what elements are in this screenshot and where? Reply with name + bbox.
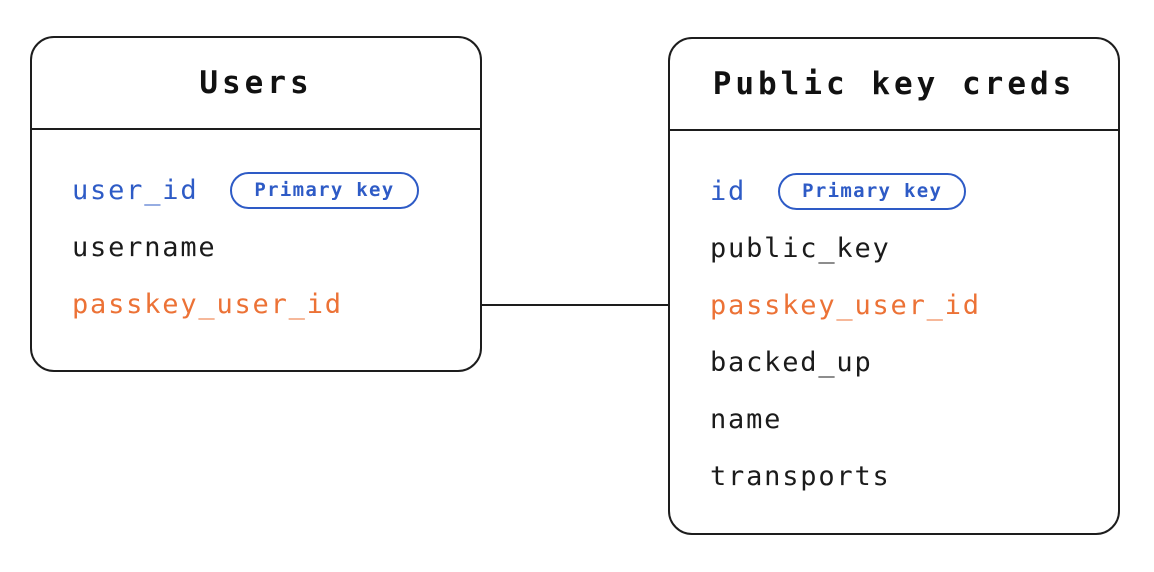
field-row-passkey-user-id: passkey_user_id bbox=[72, 276, 480, 333]
table-users-header: Users bbox=[32, 38, 480, 130]
field-row-id: id Primary key bbox=[710, 163, 1118, 220]
field-name: user_id bbox=[72, 175, 199, 206]
table-users: Users user_id Primary key username passk… bbox=[30, 36, 482, 372]
table-public-key-creds-fields: id Primary key public_key passkey_user_i… bbox=[670, 131, 1118, 505]
primary-key-badge: Primary key bbox=[230, 172, 419, 209]
field-name: id bbox=[710, 176, 747, 207]
field-row-user-id: user_id Primary key bbox=[72, 162, 480, 219]
field-name: passkey_user_id bbox=[710, 290, 981, 321]
field-name: name bbox=[710, 404, 783, 435]
table-users-fields: user_id Primary key username passkey_use… bbox=[32, 130, 480, 333]
field-row-transports: transports bbox=[710, 448, 1118, 505]
primary-key-badge: Primary key bbox=[778, 173, 967, 210]
field-row-username: username bbox=[72, 219, 480, 276]
field-name: passkey_user_id bbox=[72, 289, 343, 320]
relationship-line bbox=[482, 304, 668, 306]
field-name: backed_up bbox=[710, 347, 873, 378]
field-name: transports bbox=[710, 461, 891, 492]
field-row-passkey-user-id: passkey_user_id bbox=[710, 277, 1118, 334]
table-public-key-creds-title: Public key creds bbox=[712, 66, 1076, 102]
field-row-backed-up: backed_up bbox=[710, 334, 1118, 391]
table-public-key-creds-header: Public key creds bbox=[670, 39, 1118, 131]
field-row-name: name bbox=[710, 391, 1118, 448]
field-name: username bbox=[72, 232, 217, 263]
table-public-key-creds: Public key creds id Primary key public_k… bbox=[668, 37, 1120, 535]
table-users-title: Users bbox=[199, 65, 313, 101]
field-row-public-key: public_key bbox=[710, 220, 1118, 277]
field-name: public_key bbox=[710, 233, 891, 264]
